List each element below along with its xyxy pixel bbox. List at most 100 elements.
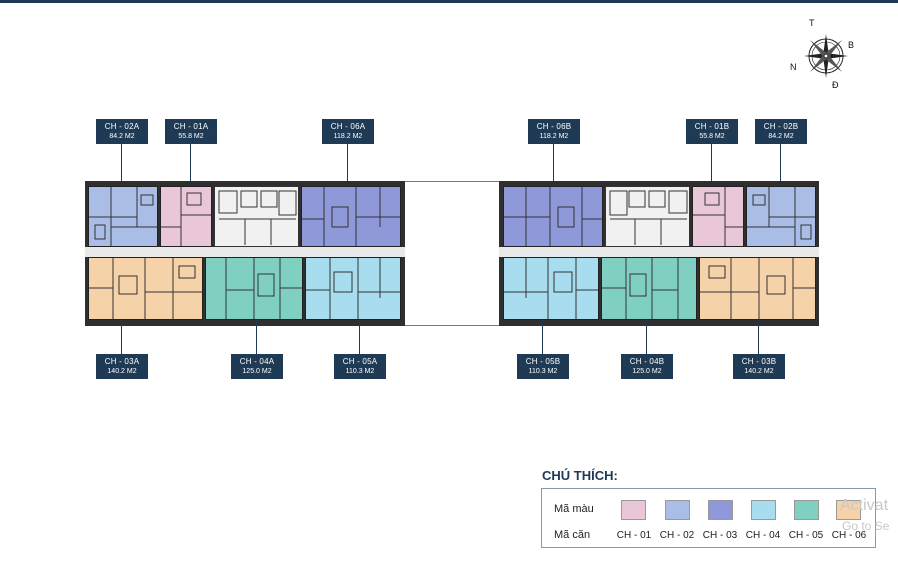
room-layout [747,187,815,246]
legend-box: Mã màu Mã căn CH - 01 CH - 02 CH - 03 CH… [541,488,876,548]
stair-elevator-core [605,186,690,247]
unit-area: 110.3 M2 [345,368,375,375]
unit-ch-06b[interactable] [503,186,603,247]
unit-tag-ch-01b[interactable]: CH - 01B 55.8 M2 [686,119,738,184]
room-layout [161,187,211,246]
leader-line [347,144,348,184]
room-layout [302,187,400,246]
unit-tag-ch-05b[interactable]: CH - 05B 110.3 M2 [517,320,569,379]
unit-code: CH - 06B [536,122,572,131]
leader-line [121,144,122,184]
swatch-ch-01 [621,500,646,520]
unit-tag-ch-02a[interactable]: CH - 02A 84.2 M2 [96,119,148,184]
legend-code-ch-02: CH - 02 [659,530,695,541]
unit-tag-ch-05a[interactable]: CH - 05A 110.3 M2 [334,320,386,379]
compass-label-d: Đ [832,80,839,90]
leader-line [256,320,257,354]
unit-code: CH - 01B [694,122,730,131]
unit-code: CH - 01A [173,122,209,131]
unit-code: CH - 04A [239,357,275,366]
leader-line [359,320,360,354]
unit-tag-ch-04a[interactable]: CH - 04A 125.0 M2 [231,320,283,379]
room-layout [504,258,598,319]
room-layout [504,187,602,246]
unit-code: CH - 05A [342,357,378,366]
compass-graphic [804,34,848,78]
leader-line [121,320,122,354]
floor-plan-left-wing [85,181,405,326]
unit-ch-02a[interactable] [88,186,158,247]
unit-ch-06a[interactable] [301,186,401,247]
unit-area: 125.0 M2 [242,368,272,375]
open-void [405,181,501,326]
leader-line [542,320,543,354]
unit-code: CH - 05B [525,357,561,366]
unit-tag-ch-06a[interactable]: CH - 06A 118.2 M2 [322,119,374,184]
unit-ch-05a[interactable] [305,257,401,320]
leader-line [646,320,647,354]
leader-line [553,144,554,184]
unit-ch-05b[interactable] [503,257,599,320]
legend-code-ch-01: CH - 01 [616,530,652,541]
room-layout [602,258,679,319]
legend-code-ch-03: CH - 03 [702,530,738,541]
unit-area: 110.3 M2 [528,368,558,375]
room-layout [89,187,157,246]
unit-tag-ch-04b[interactable]: CH - 04B 125.0 M2 [621,320,673,379]
swatch-ch-02 [665,500,690,520]
activation-watermark-sub: Go to Se [842,519,890,533]
unit-area: 140.2 M2 [107,368,137,375]
legend-code-ch-06: CH - 06 [831,530,867,541]
unit-ch-02b[interactable] [746,186,816,247]
compass-rose-icon: T B N Đ [790,18,860,92]
leader-line [711,144,712,184]
legend-code-ch-05: CH - 05 [788,530,824,541]
unit-area: 55.8 M2 [178,133,204,140]
unit-area: 55.8 M2 [699,133,725,140]
unit-code: CH - 02B [763,122,799,131]
room-layout [89,258,202,319]
legend-unit-label: Mã căn [554,529,591,541]
leader-line [758,320,759,354]
unit-tag-ch-06b[interactable]: CH - 06B 118.2 M2 [528,119,580,184]
unit-area: 118.2 M2 [539,133,569,140]
core-layout [218,190,297,245]
unit-area: 84.2 M2 [109,133,135,140]
activation-watermark: Activat [840,497,889,514]
unit-ch-04a[interactable] [205,257,303,320]
unit-ch-04b[interactable] [601,257,697,320]
room-layout [700,258,815,319]
unit-area: 118.2 M2 [333,133,363,140]
stair-elevator-core [214,186,299,247]
swatch-ch-04 [751,500,776,520]
corridor [499,247,819,257]
unit-code: CH - 03B [741,357,777,366]
unit-code: CH - 04B [629,357,665,366]
legend-color-label: Mã màu [554,503,594,515]
legend-code-ch-04: CH - 04 [745,530,781,541]
leader-line [780,144,781,184]
unit-tag-ch-03a[interactable]: CH - 03A 140.2 M2 [96,320,148,379]
unit-area: 125.0 M2 [632,368,662,375]
room-layout [306,258,400,319]
unit-code: CH - 03A [104,357,140,366]
legend-title: CHÚ THÍCH: [542,468,618,483]
unit-tag-ch-02b[interactable]: CH - 02B 84.2 M2 [755,119,807,184]
unit-area: 140.2 M2 [744,368,774,375]
unit-ch-01b[interactable] [692,186,744,247]
unit-ch-03a[interactable] [88,257,203,320]
top-border [0,0,898,3]
swatch-ch-06 [836,500,861,520]
floor-plan-right-wing [499,181,819,326]
unit-ch-01a[interactable] [160,186,212,247]
room-layout [693,187,743,246]
unit-ch-03b[interactable] [699,257,816,320]
unit-code: CH - 02A [104,122,140,131]
room-layout [225,258,302,319]
corridor [85,247,405,257]
unit-tag-ch-01a[interactable]: CH - 01A 55.8 M2 [165,119,217,184]
swatch-ch-05 [794,500,819,520]
compass-label-n: N [790,62,797,72]
compass-label-b: B [848,40,855,50]
unit-tag-ch-03b[interactable]: CH - 03B 140.2 M2 [733,320,785,379]
